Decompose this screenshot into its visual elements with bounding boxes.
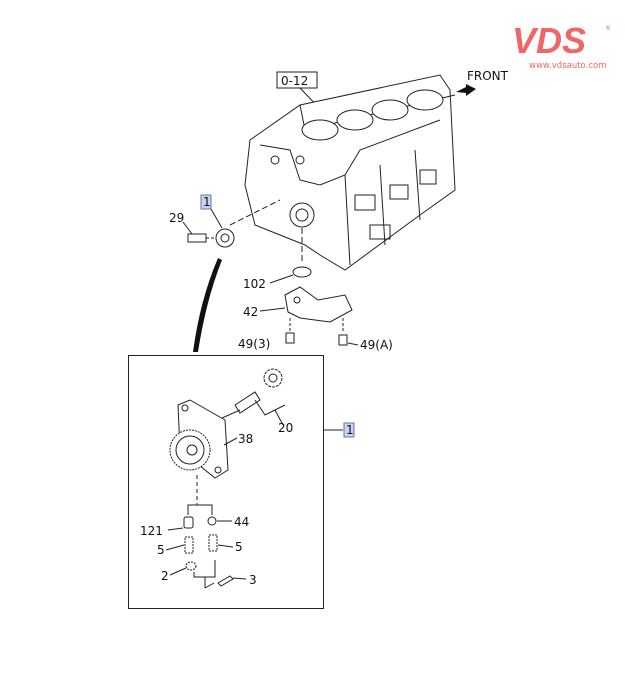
callout-2: 2 bbox=[161, 569, 169, 583]
front-label: FRONT bbox=[467, 69, 509, 83]
callout-44: 44 bbox=[234, 515, 249, 529]
callout-3: 3 bbox=[249, 573, 257, 587]
detail-box bbox=[128, 355, 324, 609]
callout-29: 29 bbox=[169, 211, 184, 225]
bolt-29 bbox=[187, 233, 207, 243]
reference-box[interactable] bbox=[276, 71, 318, 89]
svg-text:®: ® bbox=[605, 25, 611, 32]
callout-42: 42 bbox=[243, 305, 258, 319]
svg-text:1: 1 bbox=[203, 195, 211, 209]
engine-block bbox=[244, 74, 456, 271]
detail-leader bbox=[193, 258, 222, 352]
oil-pump-assembly bbox=[169, 368, 286, 479]
logo-url: www.vdsauto.com bbox=[529, 61, 606, 71]
svg-text:1: 1 bbox=[346, 423, 354, 437]
callout-5-left: 5 bbox=[157, 543, 165, 557]
callout-5-right: 5 bbox=[235, 540, 243, 554]
reference-label: 0-12 bbox=[281, 74, 308, 88]
spring-right bbox=[208, 534, 218, 552]
front-arrow-icon bbox=[456, 84, 476, 96]
pin bbox=[217, 575, 234, 587]
spring-left bbox=[184, 536, 194, 554]
callout-49-3: 49(3) bbox=[238, 337, 270, 351]
callout-102: 102 bbox=[243, 277, 266, 291]
o-ring bbox=[292, 266, 312, 278]
ball bbox=[207, 516, 217, 526]
callout-1-top[interactable] bbox=[200, 194, 212, 210]
plunger bbox=[183, 516, 194, 529]
callout-49-a: 49(A) bbox=[360, 338, 393, 352]
callout-1-side[interactable] bbox=[343, 422, 355, 438]
callout-121: 121 bbox=[140, 524, 163, 538]
bracket bbox=[284, 286, 353, 323]
plug bbox=[185, 561, 197, 571]
logo-brand: VDS bbox=[512, 20, 586, 61]
callout-38: 38 bbox=[238, 432, 253, 446]
oil-pump-small bbox=[215, 228, 235, 248]
callout-20: 20 bbox=[278, 421, 293, 435]
vds-logo: VDS ® www.vdsauto.com bbox=[512, 20, 611, 71]
